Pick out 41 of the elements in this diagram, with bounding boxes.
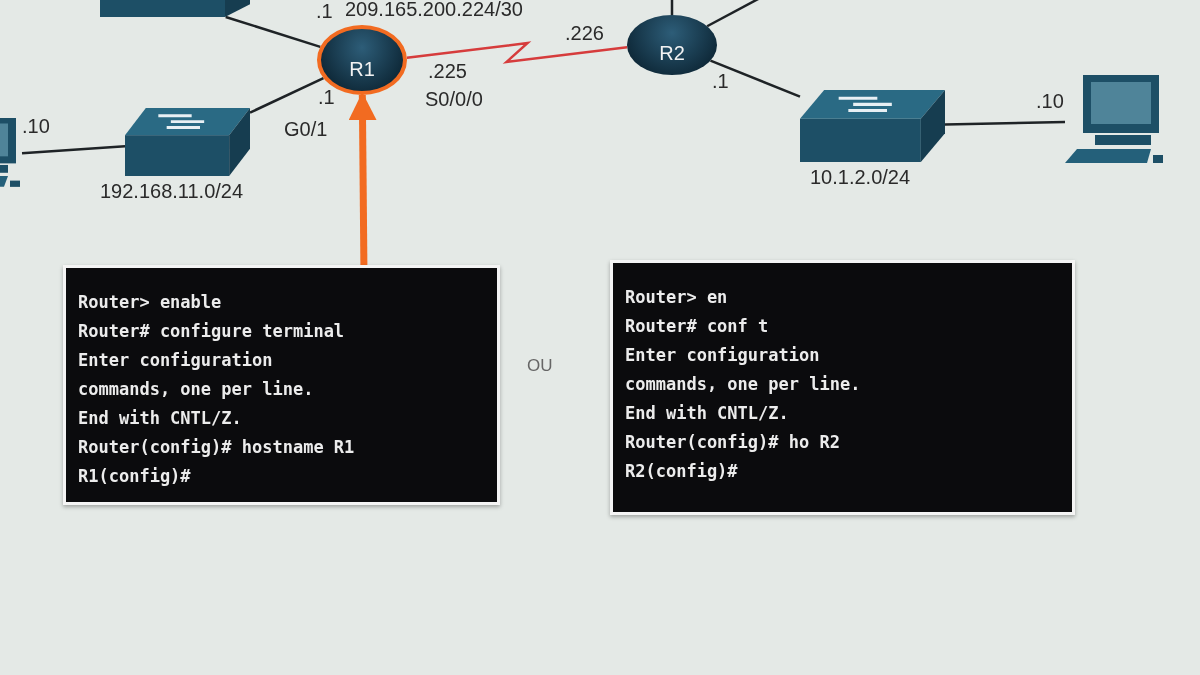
terminal-line: End with CNTL/Z. xyxy=(78,407,242,430)
interface-label: .10 xyxy=(1036,90,1064,113)
terminal-line: Router> en xyxy=(625,286,728,309)
terminal-line: R1(config)# xyxy=(78,465,191,488)
separator-word: OU xyxy=(527,356,553,376)
interface-label: .1 xyxy=(712,70,729,93)
subnet-label: 192.168.11.0/24 xyxy=(100,180,244,203)
connector-line xyxy=(21,145,126,155)
terminal-line: commands, one per line. xyxy=(78,378,314,401)
terminal-window xyxy=(610,260,1075,515)
router-name: R1 xyxy=(349,58,375,81)
terminal-line: Enter configuration xyxy=(625,344,820,367)
terminal-line: commands, one per line. xyxy=(625,373,861,396)
terminal-line: Router# configure terminal xyxy=(78,320,345,343)
arrow xyxy=(348,92,377,266)
terminal-line: Router(config)# ho R2 xyxy=(625,431,840,454)
connector-line xyxy=(670,0,674,15)
interface-label: S0/0/0 xyxy=(425,88,483,111)
interface-label: .226 xyxy=(565,22,604,45)
connector-line xyxy=(225,15,321,49)
terminal-window xyxy=(63,265,500,505)
terminal-line: Router> enable xyxy=(78,291,222,314)
terminal-line: Router# conf t xyxy=(625,315,769,338)
computer-icon xyxy=(0,118,22,190)
interface-label: .225 xyxy=(428,60,467,83)
interface-label: .1 xyxy=(318,86,335,109)
network-address-label: 209.165.200.224/30 xyxy=(345,0,523,21)
terminal-line: Router(config)# hostname R1 xyxy=(78,436,355,459)
interface-label: .1 xyxy=(316,0,333,23)
connector-line xyxy=(706,0,761,28)
connector-line xyxy=(944,120,1066,126)
subnet-label: 10.1.2.0/24 xyxy=(810,166,911,189)
interface-label: .10 xyxy=(22,115,50,138)
terminal-line: End with CNTL/Z. xyxy=(625,402,789,425)
router-name: R2 xyxy=(659,42,685,65)
terminal-line: Enter configuration xyxy=(78,349,273,372)
serial-link-line xyxy=(406,41,628,64)
connector-line xyxy=(249,76,324,114)
terminal-line: R2(config)# xyxy=(625,460,738,483)
connector-line xyxy=(710,59,801,98)
interface-label: G0/1 xyxy=(284,118,328,141)
